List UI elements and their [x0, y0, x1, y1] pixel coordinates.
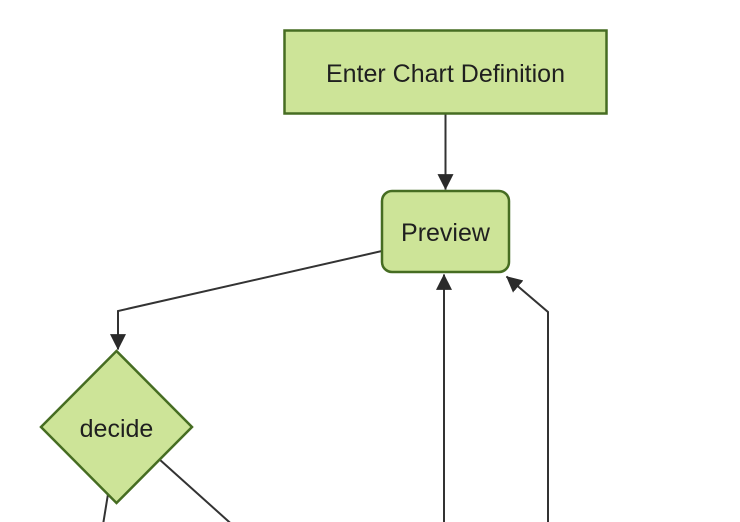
node-preview-shape [380, 189, 511, 274]
node-enter-chart-definition-label: Enter Chart Definition [326, 60, 565, 88]
edge-decide-to-offscreen-left [102, 493, 109, 522]
node-decide: decide [39, 349, 194, 505]
edge-offscreen-right-to-preview [505, 275, 549, 522]
node-preview: Preview [380, 189, 511, 274]
edge-decide-to-offscreen-right [158, 458, 231, 522]
node-preview-label: Preview [401, 219, 491, 247]
node-decide-label: decide [80, 415, 154, 443]
node-decide-shape [39, 349, 194, 505]
node-enter-chart-definition: Enter Chart Definition [283, 29, 608, 115]
edge-preview-to-decide [110, 250, 383, 351]
node-enter-chart-definition-shape [283, 29, 608, 115]
